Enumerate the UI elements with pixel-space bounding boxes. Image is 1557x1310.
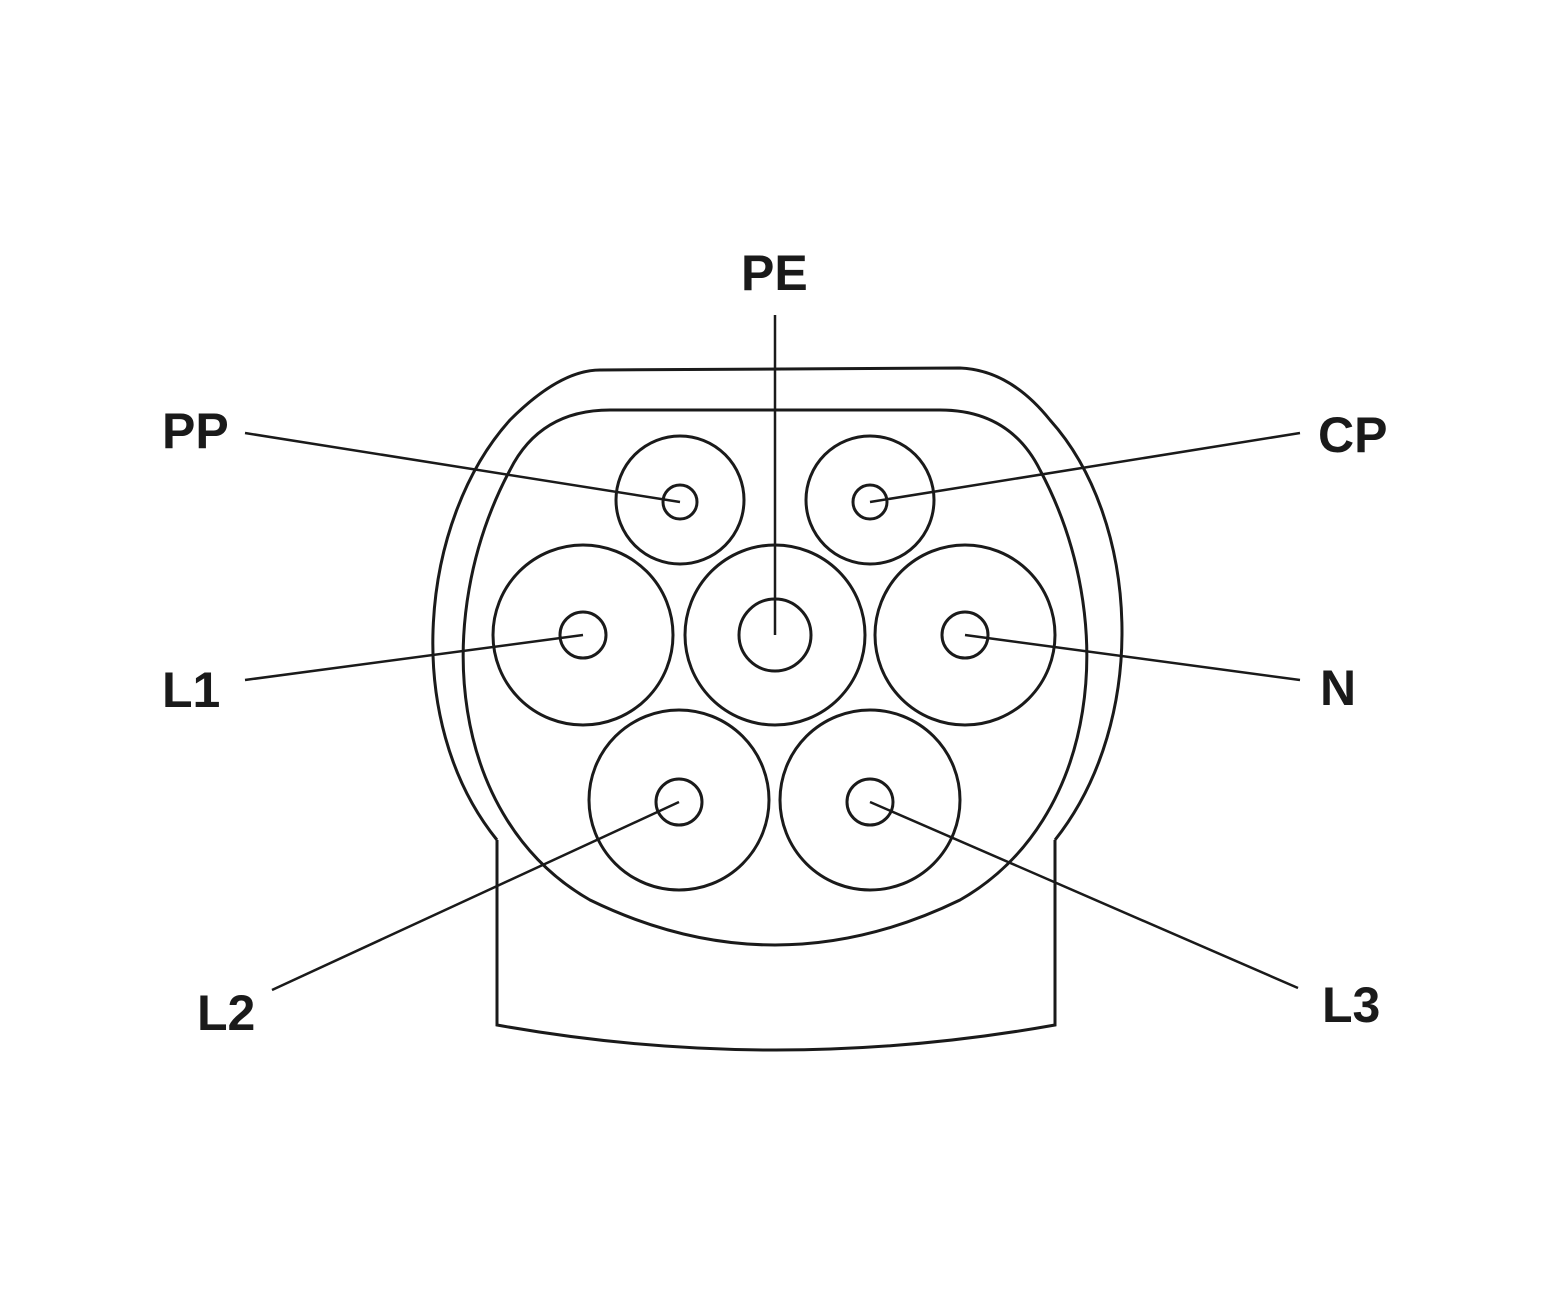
pin-l3 <box>778 708 962 892</box>
label-pp: PP <box>162 403 229 459</box>
pin-n <box>873 543 1057 727</box>
pin-l1 <box>491 543 675 727</box>
label-cp: CP <box>1318 407 1387 463</box>
label-l3: L3 <box>1322 977 1380 1033</box>
leader-l2 <box>271 800 680 992</box>
label-pe: PE <box>741 245 808 301</box>
leader-n <box>964 633 1301 682</box>
pin-cp <box>804 434 936 566</box>
leader-pp <box>244 431 681 504</box>
leader-l3 <box>869 800 1299 990</box>
housing-outline <box>431 366 1124 1052</box>
leader-cp <box>869 431 1301 504</box>
inner-ring <box>461 408 1089 947</box>
label-l1: L1 <box>162 662 220 718</box>
leader-l1 <box>244 633 584 682</box>
label-n: N <box>1320 660 1356 716</box>
label-l2: L2 <box>197 985 255 1041</box>
pin-l2 <box>587 708 771 892</box>
pin-pp <box>614 434 746 566</box>
